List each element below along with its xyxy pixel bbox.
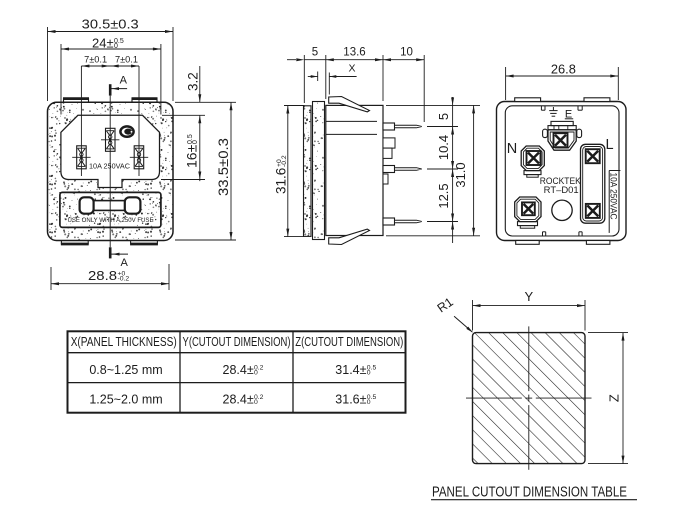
- svg-text:13.6: 13.6: [343, 47, 365, 59]
- svg-text:0.2: 0.2: [254, 364, 264, 371]
- svg-text:5: 5: [312, 47, 318, 59]
- svg-text:-0.2: -0.2: [118, 276, 130, 283]
- svg-text:Y(CUTOUT DIMENSION): Y(CUTOUT DIMENSION): [183, 334, 291, 349]
- svg-text:0: 0: [192, 140, 199, 144]
- svg-text:0.2: 0.2: [254, 394, 264, 401]
- svg-text:E: E: [565, 109, 572, 121]
- svg-text:31.0: 31.0: [453, 162, 468, 187]
- svg-text:16±: 16±: [184, 144, 200, 168]
- svg-text:12.5: 12.5: [436, 183, 451, 208]
- svg-text:31.6: 31.6: [274, 168, 289, 194]
- svg-text:28.4±: 28.4±: [223, 393, 254, 407]
- svg-text:Y: Y: [524, 289, 533, 304]
- svg-text:10A 250VAC: 10A 250VAC: [89, 164, 130, 171]
- svg-text:0.8~1.25 mm: 0.8~1.25 mm: [89, 363, 162, 377]
- svg-text:+0: +0: [118, 270, 126, 277]
- svg-text:31.4±: 31.4±: [335, 363, 366, 377]
- svg-text:28.4±: 28.4±: [223, 363, 254, 377]
- svg-text:1.25~2.0 mm: 1.25~2.0 mm: [89, 393, 162, 407]
- svg-text:0: 0: [254, 399, 258, 406]
- svg-text:RT–D01: RT–D01: [544, 185, 579, 195]
- svg-text:A: A: [120, 75, 128, 87]
- svg-text:0.5: 0.5: [367, 394, 377, 401]
- svg-text:3.2: 3.2: [186, 72, 201, 91]
- svg-text:X: X: [348, 62, 355, 74]
- svg-text:A: A: [121, 257, 129, 269]
- svg-text:ROCKTEK: ROCKTEK: [540, 176, 581, 186]
- svg-text:0: 0: [114, 43, 118, 50]
- svg-text:10A 250VAC: 10A 250VAC: [607, 173, 618, 220]
- svg-text:0: 0: [367, 370, 371, 377]
- svg-text:30.5±0.3: 30.5±0.3: [82, 17, 139, 32]
- svg-text:-0.2: -0.2: [281, 155, 288, 167]
- svg-text:31.6±: 31.6±: [335, 393, 366, 407]
- svg-text:10.4: 10.4: [436, 135, 451, 160]
- svg-text:Z(CUTOUT DIMENSION): Z(CUTOUT DIMENSION): [295, 334, 403, 349]
- svg-text:7±0.1: 7±0.1: [84, 54, 107, 65]
- svg-text:10: 10: [400, 47, 413, 59]
- svg-text:Z: Z: [607, 394, 622, 402]
- svg-text:24±: 24±: [92, 36, 114, 51]
- svg-text:+0: +0: [276, 159, 283, 167]
- svg-text:X(PANEL THICKNESS): X(PANEL THICKNESS): [71, 334, 177, 349]
- svg-text:26.8: 26.8: [551, 62, 576, 77]
- svg-text:33.5±0.3: 33.5±0.3: [215, 138, 231, 196]
- svg-text:28.8: 28.8: [88, 269, 117, 283]
- svg-text:0: 0: [367, 399, 371, 406]
- svg-text:0.5: 0.5: [187, 134, 194, 144]
- svg-text:0.5: 0.5: [367, 364, 377, 371]
- svg-text:PANEL CUTOUT DIMENSION TABLE: PANEL CUTOUT DIMENSION TABLE: [432, 484, 627, 501]
- svg-text:7±0.1: 7±0.1: [115, 54, 138, 65]
- svg-text:N: N: [507, 141, 517, 157]
- svg-text:0: 0: [254, 370, 258, 377]
- svg-text:L: L: [605, 137, 613, 153]
- svg-text:0.5: 0.5: [114, 38, 124, 45]
- svg-text:5: 5: [436, 113, 451, 120]
